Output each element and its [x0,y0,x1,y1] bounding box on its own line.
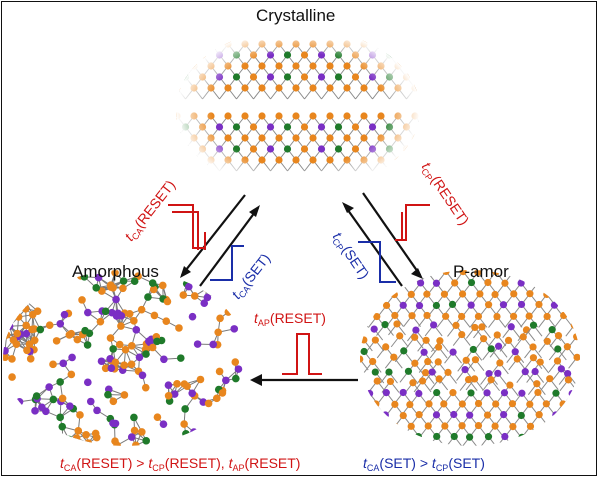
cp-reset-pulse [395,204,430,241]
arrow-head-to-p-amor [411,268,423,279]
crystalline-label: Crystalline [256,6,336,25]
amorphous-structure [3,270,243,446]
crystalline-fade [176,28,420,192]
right-transition-arrows [342,192,423,287]
reset-comparison-caption: tCA(RESET) > tCP(RESET), tAP(RESET) [60,455,301,473]
arrow-head-to-crystalline [249,205,260,217]
arrow-head-to-amorphous [180,266,191,278]
bottom-transition-arrow [250,374,358,386]
ap-reset-label: tAP(RESET) [254,310,326,328]
p-amor-structure [360,270,580,446]
cp-set-pulse [358,241,396,283]
left-transition-arrows [180,194,260,287]
ca-reset-pulse-shape [172,211,206,250]
set-comparison-caption: tCA(SET) > tCP(SET) [363,455,485,473]
arrow-head-to-crystalline-right [342,202,354,213]
amorphous-label: Amorphous [72,262,159,281]
ap-reset-pulse [282,333,322,375]
ca-set-pulse [210,245,244,281]
p-amor-label: P-amor [453,262,509,281]
